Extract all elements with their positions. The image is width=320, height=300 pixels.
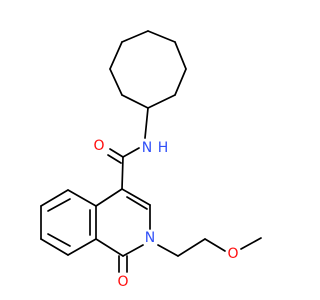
bond <box>126 196 148 210</box>
bond <box>47 198 71 212</box>
amide-oxygen-label: O <box>93 138 104 154</box>
bond <box>204 238 226 252</box>
bond <box>121 94 149 109</box>
bond <box>109 68 123 96</box>
bond <box>157 244 179 257</box>
bond <box>144 107 149 139</box>
bond <box>107 154 122 164</box>
bond <box>122 244 144 257</box>
bond <box>121 188 151 206</box>
bond <box>240 237 262 250</box>
bond <box>40 238 69 256</box>
bond <box>95 188 123 207</box>
ether-oxygen-label: O <box>227 246 238 262</box>
bond <box>174 68 187 96</box>
bond <box>121 156 124 190</box>
bond <box>109 41 123 70</box>
bond <box>177 238 206 257</box>
ring-nitrogen-label: N <box>145 230 155 246</box>
bond <box>147 94 176 109</box>
bond <box>47 233 71 247</box>
molecule-structure: N H O N O O <box>40 30 262 290</box>
lactam-oxygen-label: O <box>117 274 128 290</box>
bonds <box>40 30 262 273</box>
bond <box>67 189 97 207</box>
bond <box>122 147 140 158</box>
bond <box>147 30 176 43</box>
bond <box>95 238 124 257</box>
bond <box>67 238 97 256</box>
bond <box>109 148 124 158</box>
atom-labels: N H O N O O <box>93 138 238 290</box>
bond <box>40 189 69 207</box>
amide-nitrogen-label: N <box>142 140 152 156</box>
bond <box>174 41 187 70</box>
bond <box>121 30 149 43</box>
amide-hydrogen-label: H <box>158 140 169 156</box>
